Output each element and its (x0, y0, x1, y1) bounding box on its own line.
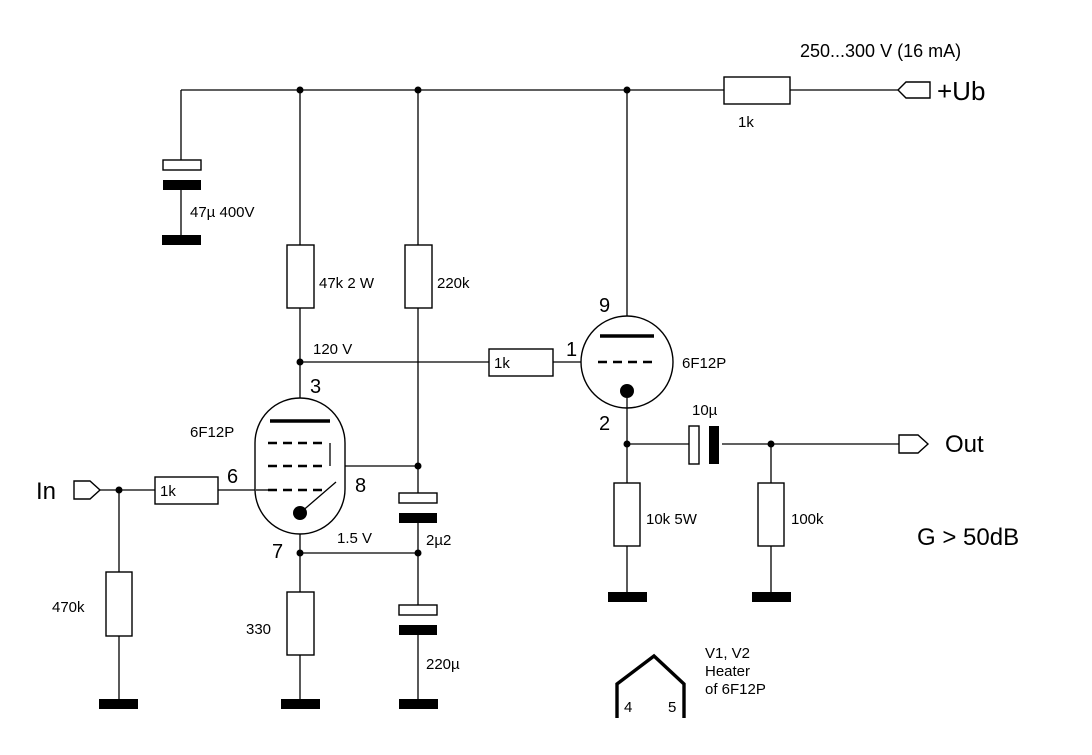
ground-symbol (281, 699, 320, 709)
label-pin-heater-b: 5 (668, 699, 676, 716)
heater-symbol (615, 653, 686, 718)
junctions (115, 86, 775, 557)
resistor-r-input (105, 571, 133, 637)
junction-dot (767, 440, 775, 448)
wires (100, 89, 899, 700)
capacitor-c-supply (162, 159, 202, 190)
input-label: In (36, 478, 56, 505)
tube-v2 (580, 315, 674, 409)
label-pin-v1-anode: 3 (310, 376, 321, 398)
resistor-r-cathode2 (613, 482, 641, 547)
label-r-grid1: 1k (160, 483, 176, 500)
junction-dot (296, 86, 304, 94)
junction-dot (115, 486, 123, 494)
junction-dot (623, 86, 631, 94)
junction-dot (414, 549, 422, 557)
label-c-screen: 2µ2 (426, 532, 451, 549)
junction-dot (296, 358, 304, 366)
junction-dot (296, 549, 304, 557)
cathode (620, 384, 634, 398)
label-pin-v1-cathode: 7 (272, 541, 283, 563)
label-pin-v1-screen: 8 (355, 475, 366, 497)
junction-dot (414, 462, 422, 470)
supply-spec: 250...300 V (16 mA) (800, 41, 961, 61)
resistors (105, 76, 791, 656)
grounds (99, 235, 791, 709)
ground-symbol (608, 592, 647, 602)
tube-v1 (254, 397, 346, 535)
ground-symbol (162, 235, 201, 245)
ports (73, 81, 931, 500)
heater-note-line2: Heater (705, 663, 750, 680)
ground-symbol (399, 699, 438, 709)
port-output (898, 434, 930, 454)
label-pin-v2-cathode: 2 (599, 413, 610, 435)
resistor-r-cathode (286, 591, 315, 656)
label-voltage-cathode1: 1.5 V (337, 530, 372, 547)
gain-label: G > 50dB (917, 524, 1019, 551)
resistor-r-grid2 (488, 348, 554, 377)
resistor-r-plate1 (286, 244, 315, 309)
label-voltage-plate1: 120 V (313, 341, 352, 358)
label-pin-v1-grid: 6 (227, 466, 238, 488)
ground-symbol (752, 592, 791, 602)
capacitor-c-out (688, 425, 719, 465)
output-label: Out (945, 431, 984, 458)
junction-dot (623, 440, 631, 448)
label-tube-v1: 6F12P (190, 424, 234, 441)
label-c-out: 10µ (692, 402, 718, 419)
label-c-cathode: 220µ (426, 656, 460, 673)
label-r-screen: 220k (437, 275, 470, 292)
resistor-r-supply (723, 76, 791, 105)
label-r-cathode2: 10k 5W (646, 511, 698, 528)
capacitor-c-screen (398, 492, 438, 523)
label-pin-heater-a: 4 (624, 699, 632, 716)
port-input (73, 480, 102, 500)
labels: 250...300 V (16 mA) +Ub 1k 47µ 400V 47k … (36, 41, 1019, 716)
label-pin-v2-grid: 1 (566, 339, 577, 361)
heater-note-line1: V1, V2 (705, 645, 750, 662)
heater-note-line3: of 6F12P (705, 681, 766, 698)
supply-label: +Ub (937, 76, 985, 106)
label-tube-v2: 6F12P (682, 355, 726, 372)
label-r-out: 100k (791, 511, 824, 528)
ground-symbol (99, 699, 138, 709)
junction-dot (414, 86, 422, 94)
label-r-cathode: 330 (246, 621, 271, 638)
port-supply (897, 81, 931, 99)
label-r-supply: 1k (738, 114, 754, 131)
label-r-grid2: 1k (494, 355, 510, 372)
capacitor-c-cathode (398, 604, 438, 635)
resistor-r-grid1 (154, 476, 219, 505)
resistor-r-screen (404, 244, 433, 309)
resistor-r-out (757, 482, 785, 547)
capacitors (162, 159, 719, 635)
label-r-plate1: 47k 2 W (319, 275, 375, 292)
label-c-supply: 47µ 400V (190, 204, 255, 221)
label-pin-v2-anode: 9 (599, 295, 610, 317)
label-r-input: 470k (52, 599, 85, 616)
